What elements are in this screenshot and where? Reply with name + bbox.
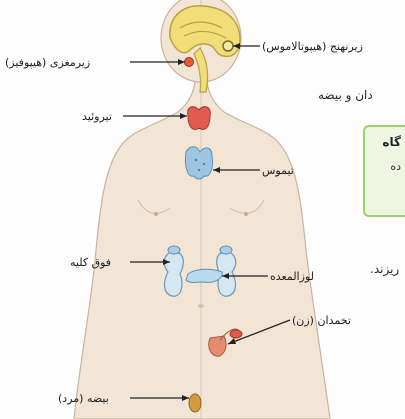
left-adrenal-gland (168, 246, 180, 254)
hypothalamus-gland (223, 41, 233, 51)
pituitary-gland (185, 58, 194, 67)
label-thyroid: تیروئید (82, 110, 112, 123)
uterus (209, 336, 226, 356)
label-pituitary: زیرمغزی (هیپوفیز) (5, 56, 90, 69)
thyroid-gland (188, 107, 211, 130)
label-adrenal: فوق کلیه (70, 256, 111, 269)
label-testis: بیضه (مرد) (58, 392, 109, 405)
label-hypothalamus: زیرنهنج (هیپوتالاموس) (262, 40, 363, 53)
thymus-gland (185, 147, 212, 179)
label-thymus: تیموس (262, 164, 294, 177)
label-pancreas: لوزالمعده (270, 270, 314, 283)
testis-gland (189, 394, 201, 412)
label-ovary: تخمدان (زن) (292, 314, 351, 327)
right-adrenal-gland (220, 246, 232, 254)
ovary-gland (230, 330, 242, 338)
left-kidney (164, 252, 183, 296)
